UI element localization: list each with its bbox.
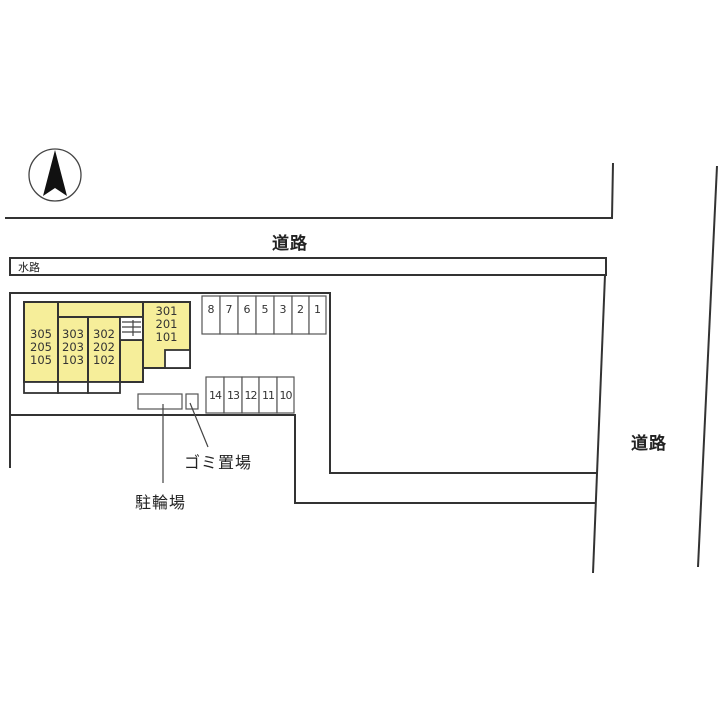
parking-slot-3: 3 [279,303,287,316]
north-road-edge [5,162,614,219]
driveway-boundary [10,414,596,504]
parking-slot-10: 10 [279,389,293,402]
site-boundary [9,292,598,474]
unit-stack-302: 302 202 102 [93,327,115,367]
parking-slot-7: 7 [225,303,233,316]
bicycle-parking-label: 駐輪場 [135,493,187,512]
waterway-label: 水路 [18,261,40,274]
north-arrow-icon [28,148,82,202]
parking-slot-12: 12 [244,389,258,402]
parking-slot-5: 5 [261,303,269,316]
unit-stack-301: 301 201 101 [155,304,178,344]
parking-slot-2: 2 [297,303,304,316]
stairs [119,316,144,341]
east-road-label: 道路 [631,434,667,454]
parking-slot-1: 1 [314,303,321,316]
parking-slot-14: 14 [209,389,222,402]
parking-slot-13: 13 [227,389,240,402]
garbage-area-label: ゴミ置場 [184,453,253,472]
building [23,301,191,394]
north-road-label: 道路 [272,234,308,254]
waterway [9,257,607,276]
parking-slot-11: 11 [262,389,275,402]
parking-bottom [205,376,295,414]
parking-top [201,295,327,335]
parking-slot-8: 8 [207,303,215,316]
unit-stack-303: 303 203 103 [62,327,84,367]
garbage-leader-line [189,402,209,448]
parking-slot-6: 6 [243,303,251,316]
unit-stack-305: 305 205 105 [30,327,52,367]
east-road-far-edge [697,165,718,568]
east-road-near-edge [592,274,606,574]
bicycle-parking [137,393,183,410]
